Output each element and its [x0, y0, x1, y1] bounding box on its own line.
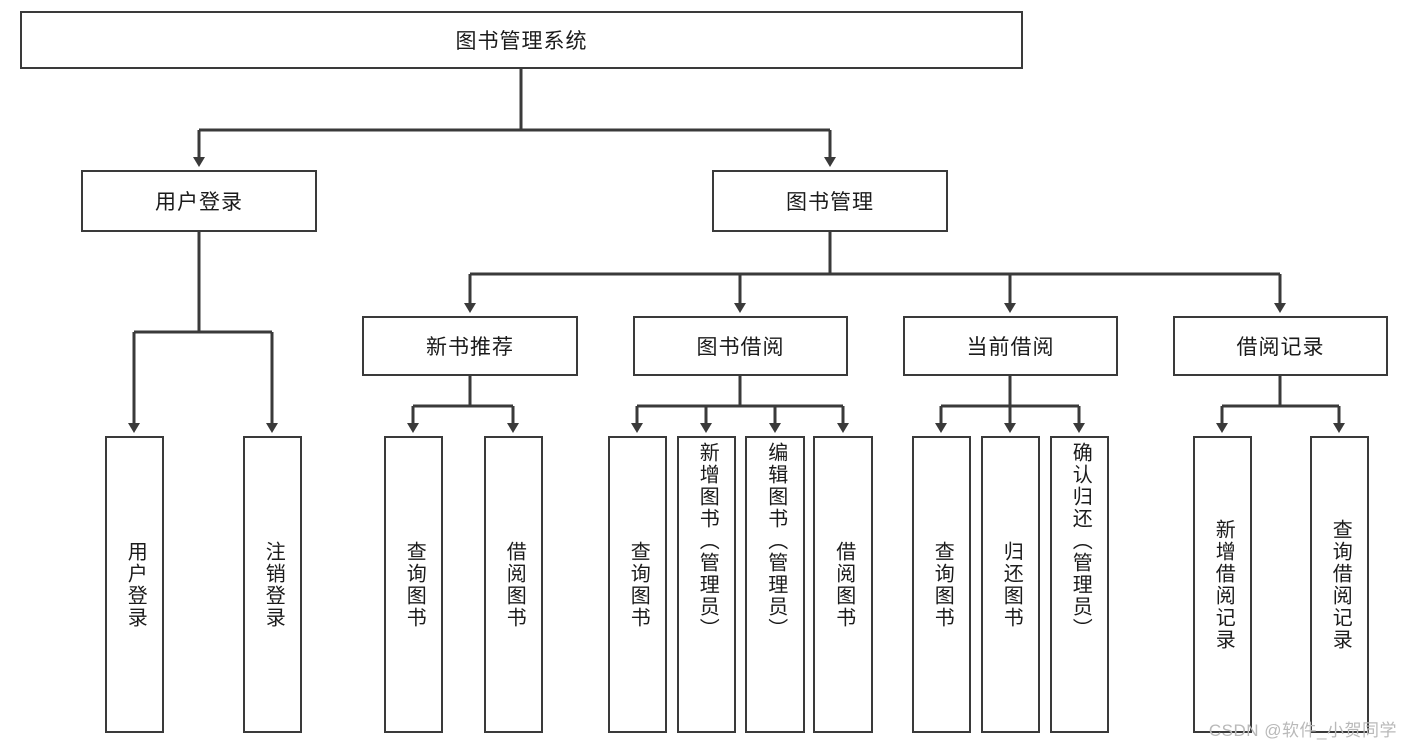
node-label: 确认归还（管理员）	[1069, 442, 1092, 640]
leaf-edit-book-admin[interactable]: 编辑图书（管理员）	[745, 436, 805, 733]
leaf-borrow-books[interactable]: 借阅图书	[813, 436, 873, 733]
node-label: 图书管理系统	[455, 30, 588, 53]
leaf-query-books-current[interactable]: 查询图书	[912, 436, 971, 733]
node-label: 当前借阅	[966, 336, 1055, 359]
node-label: 查询图书	[627, 540, 650, 629]
node-label: 借阅图书	[503, 540, 526, 629]
node-label: 用户登录	[124, 540, 147, 629]
node-new-book-recommendation[interactable]: 新书推荐	[362, 316, 578, 376]
leaf-query-books-recommend[interactable]: 查询图书	[384, 436, 443, 733]
leaf-user-logout[interactable]: 注销登录	[243, 436, 302, 733]
node-label: 查询图书	[931, 540, 954, 629]
leaf-confirm-return-admin[interactable]: 确认归还（管理员）	[1050, 436, 1109, 733]
node-label: 新增图书（管理员）	[696, 442, 719, 640]
node-book-borrow[interactable]: 图书借阅	[633, 316, 848, 376]
leaf-user-login[interactable]: 用户登录	[105, 436, 164, 733]
node-label: 借阅记录	[1236, 336, 1325, 359]
node-label: 新书推荐	[426, 336, 514, 359]
leaf-return-books[interactable]: 归还图书	[981, 436, 1040, 733]
leaf-query-books-borrow[interactable]: 查询图书	[608, 436, 667, 733]
node-user-login-module[interactable]: 用户登录	[81, 170, 317, 232]
node-label: 查询借阅记录	[1329, 518, 1352, 651]
node-current-borrow[interactable]: 当前借阅	[903, 316, 1118, 376]
node-borrow-records[interactable]: 借阅记录	[1173, 316, 1388, 376]
leaf-add-book-admin[interactable]: 新增图书（管理员）	[677, 436, 736, 733]
node-label: 归还图书	[1000, 540, 1023, 629]
node-system-root[interactable]: 图书管理系统	[20, 11, 1023, 69]
node-label: 图书借阅	[696, 336, 785, 359]
node-label: 注销登录	[262, 540, 285, 629]
node-label: 借阅图书	[832, 540, 855, 629]
leaf-add-borrow-record[interactable]: 新增借阅记录	[1193, 436, 1252, 733]
node-book-management-module[interactable]: 图书管理	[712, 170, 948, 232]
node-label: 用户登录	[155, 191, 243, 214]
watermark-text: CSDN @软件_小贺同学	[1208, 721, 1397, 740]
node-label: 图书管理	[786, 191, 874, 214]
leaf-query-borrow-record[interactable]: 查询借阅记录	[1310, 436, 1369, 733]
node-label: 新增借阅记录	[1212, 518, 1235, 651]
leaf-borrow-books-recommend[interactable]: 借阅图书	[484, 436, 543, 733]
node-label: 查询图书	[403, 540, 426, 629]
node-label: 编辑图书（管理员）	[764, 442, 787, 640]
